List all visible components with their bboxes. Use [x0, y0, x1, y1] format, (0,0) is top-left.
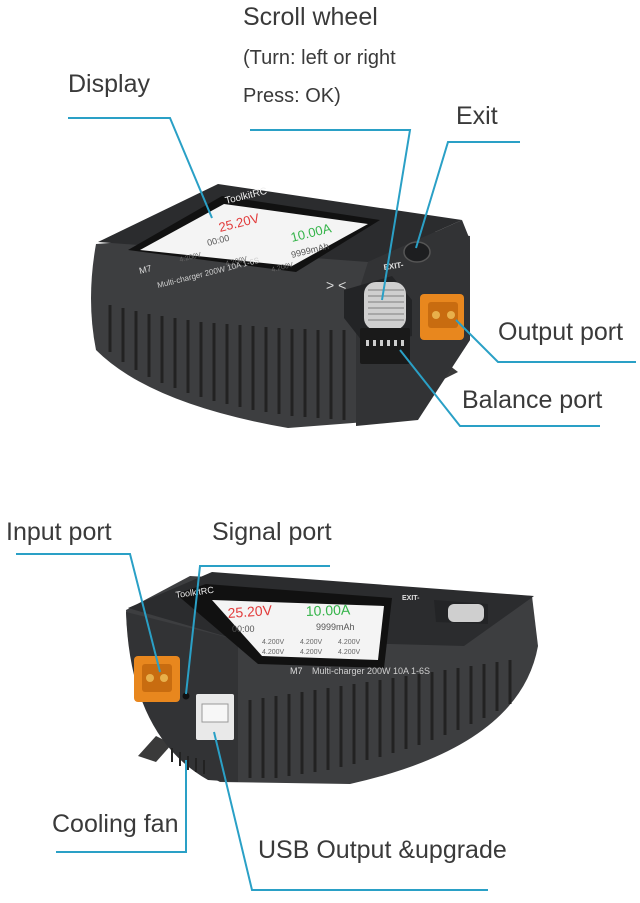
leader-lines: [16, 117, 636, 891]
exit-button-label: EXIT-: [383, 260, 404, 272]
bottom-screen-cell-3: 4.200V: [338, 639, 361, 646]
bottom-screen-capacity: 9999mAh: [316, 622, 355, 632]
display-label: Display: [68, 70, 150, 98]
bottom-screen-current: 10.00A: [306, 601, 352, 619]
top-model-badge: M7: [138, 263, 153, 276]
scroll-wheel-turn-label: (Turn: left or right: [243, 47, 396, 69]
bottom-screen: [212, 600, 384, 660]
top-charger-side: [356, 220, 470, 426]
bottom-fan-slots: [171, 748, 205, 774]
bottom-screen-cell-6: 4.200V: [338, 649, 361, 656]
bottom-screen-content: ToolkitRC 25.20V 10.00A 00:00 9999mAh 4.…: [175, 585, 430, 676]
scroll-wheel-press-label: Press: OK): [243, 85, 341, 107]
scroll-wheel-label: Scroll wheel: [243, 3, 378, 31]
scroll-wheel-chevrons-icon: > <: [326, 277, 346, 293]
signal-port-jack[interactable]: [182, 692, 190, 700]
signal-port-label: Signal port: [212, 518, 332, 546]
input-port-connector[interactable]: [134, 656, 180, 702]
bottom-model-badge: M7: [290, 666, 303, 676]
bottom-screen-cell-1: 4.200V: [262, 639, 285, 646]
top-charger-vents: [108, 305, 346, 420]
balance-port-connector[interactable]: [360, 328, 410, 364]
bottom-screen-time: 00:00: [232, 624, 255, 634]
top-screen: [140, 204, 368, 266]
output-port-label: Output port: [498, 318, 624, 346]
bottom-screen-cell-2: 4.200V: [300, 639, 323, 646]
leader-balance-port: [399, 349, 600, 427]
bottom-screen-voltage: 25.20V: [227, 602, 273, 621]
leader-output-port: [455, 319, 636, 363]
cooling-fan-label: Cooling fan: [52, 810, 179, 838]
bottom-screen-cell-5: 4.200V: [300, 649, 323, 656]
bottom-scroll-wheel: [448, 604, 484, 622]
usb-output-label: USB Output &upgrade: [258, 836, 507, 864]
leader-exit: [415, 141, 520, 249]
exit-label: Exit: [456, 102, 498, 130]
leader-input-port: [16, 553, 161, 673]
balance-port-label: Balance port: [462, 386, 603, 414]
leader-usb-output: [213, 731, 488, 891]
input-port-label: Input port: [6, 518, 112, 546]
scroll-wheel[interactable]: [364, 282, 406, 330]
bottom-charger-vents: [248, 660, 512, 778]
top-charger: [91, 184, 470, 428]
leader-cooling-fan: [56, 760, 187, 853]
leader-signal-port: [185, 565, 330, 695]
usb-port-connector[interactable]: [196, 694, 234, 740]
bottom-screen-cell-4: 4.200V: [262, 649, 285, 656]
leader-display: [68, 117, 213, 219]
bottom-model-text: Multi-charger 200W 10A 1-6S: [312, 666, 430, 676]
leader-scroll-wheel: [250, 129, 412, 301]
bottom-charger-foot: [138, 736, 172, 762]
bottom-exit-label: EXIT-: [402, 595, 420, 602]
output-port-connector[interactable]: [420, 294, 464, 340]
